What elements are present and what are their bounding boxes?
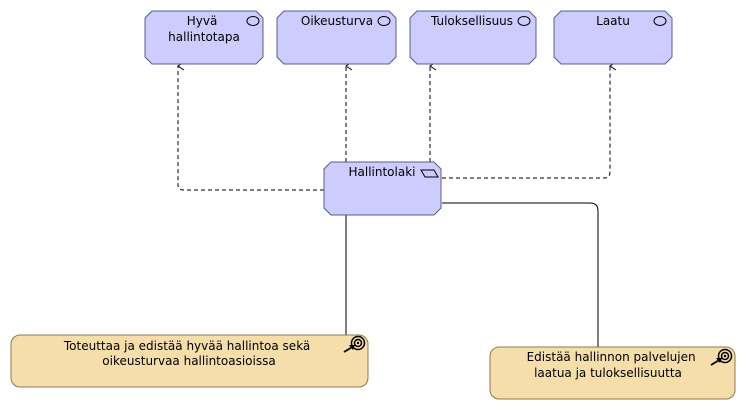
svg-text:Hyvä hallintotapa: Hyvä hallintotapa: [168, 14, 240, 44]
svg-text:Edistää hallinnon palvelujen: Edistää hallinnon palvelujen laatua ja t…: [527, 350, 700, 380]
goal-label-line: Toteuttaa ja edistää hyvää hallintoa sek…: [63, 339, 310, 353]
goal-label-line: oikeusturvaa hallintoasioissa: [102, 354, 275, 368]
ellipse-icon: [653, 16, 667, 26]
central-hallintolaki[interactable]: Hallintolaki: [323, 161, 442, 216]
value-label-line: hallintotapa: [168, 30, 240, 44]
value-laatu[interactable]: Laatu: [553, 10, 673, 65]
ellipse-icon: [377, 16, 391, 26]
target-icon: [343, 335, 366, 353]
goal-palvelut[interactable]: Edistää hallinnon palvelujen laatua ja t…: [489, 346, 736, 400]
ellipse-icon: [246, 16, 260, 26]
svg-text:Tuloksellisuus: Tuloksellisuus: [430, 14, 513, 28]
target-icon: [710, 348, 733, 366]
value-label-line: Hyvä: [187, 14, 218, 28]
svg-text:Hallintolaki: Hallintolaki: [348, 165, 415, 179]
value-label-line: Tuloksellisuus: [430, 14, 513, 28]
svg-text:Toteuttaa ja edistää hyvää hal: Toteuttaa ja edistää hyvää hallintoa sek…: [63, 339, 314, 368]
connector-hallintolaki-to-hyva-hallintotapa[interactable]: [177, 61, 324, 191]
ellipse-icon: [517, 16, 531, 26]
central-label: Hallintolaki: [348, 165, 415, 179]
goal-hyva-hallinto[interactable]: Toteuttaa ja edistää hyvää hallintoa sek…: [10, 334, 369, 388]
goal-label-line: Edistää hallinnon palvelujen: [527, 350, 696, 364]
value-hyva-hallintotapa[interactable]: Hyvä hallintotapa: [144, 10, 264, 65]
svg-text:Oikeusturva: Oikeusturva: [301, 14, 373, 28]
goal-label-line: laatua ja tuloksellisuutta: [534, 366, 682, 380]
value-label-line: Laatu: [596, 14, 630, 28]
connector-hallintolaki-to-laatu[interactable]: [442, 61, 617, 179]
connectors: [177, 61, 617, 347]
connector-hallintolaki-to-goal-palvelut[interactable]: [442, 202, 599, 347]
value-tuloksellisuus[interactable]: Tuloksellisuus: [409, 10, 537, 65]
value-oikeusturva[interactable]: Oikeusturva: [276, 10, 397, 65]
value-label-line: Oikeusturva: [301, 14, 373, 28]
svg-text:Laatu: Laatu: [596, 14, 630, 28]
parallelogram-icon: [420, 169, 439, 178]
